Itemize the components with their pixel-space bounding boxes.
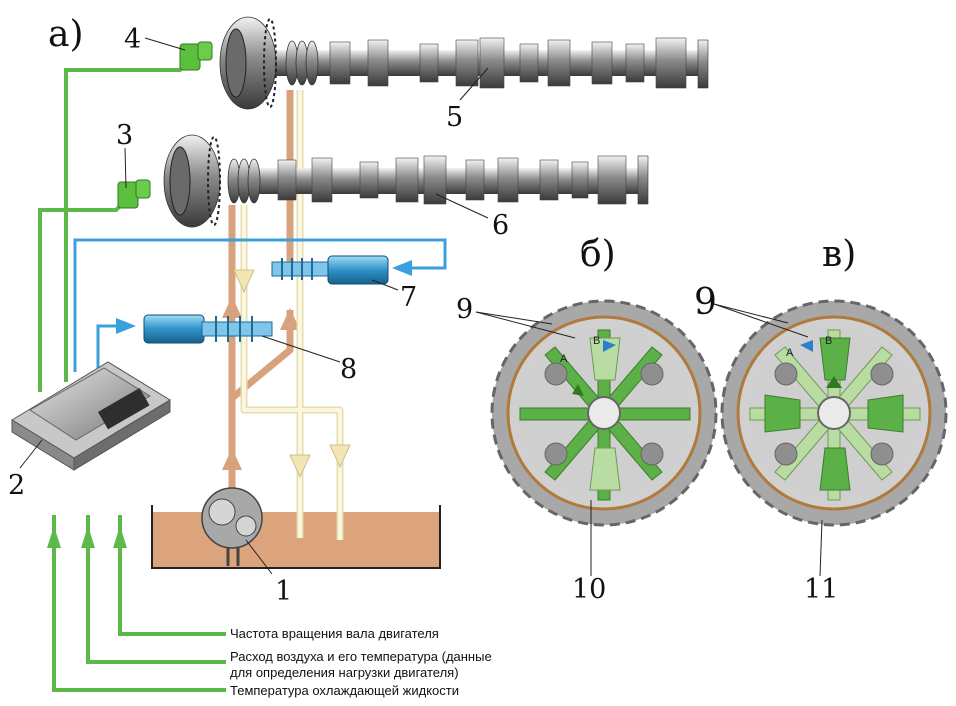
oil-feed-arrows: [222, 296, 300, 470]
signal-airflow-line-1: Расход воздуха и его температура (данные: [230, 649, 492, 664]
control-lines: [73, 238, 447, 372]
callout-11: 11: [804, 574, 838, 605]
section-label-a: а): [48, 14, 84, 55]
callout-7: 7: [400, 282, 417, 313]
oil-return-arrows: [233, 269, 351, 479]
solenoid-valve-7: [271, 255, 389, 285]
sensor-4: [179, 41, 213, 71]
leader-lines: [19, 37, 823, 577]
callout-5: 5: [446, 102, 463, 133]
engine-control-unit: [11, 361, 171, 471]
camshaft-lower: [163, 134, 649, 228]
solenoid-valve-8: [143, 314, 273, 344]
camshaft-upper: [219, 16, 709, 110]
section-label-b: б): [580, 234, 616, 275]
rotor-v-mark-b: B: [825, 335, 832, 347]
oil-pump: [201, 487, 263, 566]
section-label-v: в): [822, 234, 856, 275]
callout-3: 3: [116, 120, 133, 151]
callout-2: 2: [8, 470, 25, 501]
callout-9-v: 9: [694, 282, 717, 323]
callout-4: 4: [124, 24, 141, 55]
callout-9-b: 9: [456, 294, 473, 325]
signal-coolant-temp: Температура охлаждающей жидкости: [230, 683, 459, 698]
vvt-rotor-b: [490, 299, 718, 527]
callout-1: 1: [275, 576, 292, 607]
sensor-3: [117, 179, 151, 209]
signal-engine-speed: Частота вращения вала двигателя: [230, 626, 439, 641]
vvt-rotor-v: [720, 299, 948, 527]
rotor-b-mark-b: B: [593, 335, 600, 347]
oil-sump: [151, 505, 441, 569]
signal-arrows: [47, 526, 127, 548]
callout-6: 6: [492, 210, 509, 241]
callout-10: 10: [572, 574, 606, 605]
signal-airflow-line-2: для определения нагрузки двигателя): [230, 665, 459, 680]
callout-8: 8: [340, 354, 357, 385]
rotor-v-mark-a: A: [786, 347, 794, 359]
control-arrows: [116, 260, 412, 334]
rotor-b-mark-a: A: [560, 353, 568, 365]
